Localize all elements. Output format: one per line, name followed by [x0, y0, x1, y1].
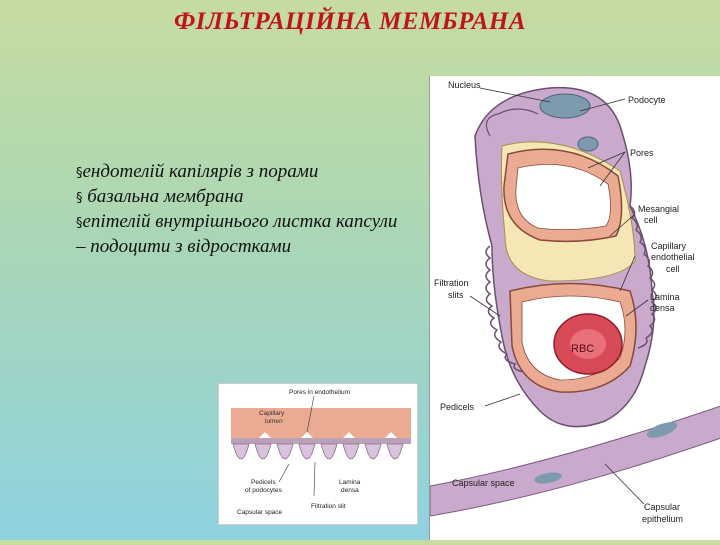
- inset-lamina-densa: [231, 438, 411, 444]
- podocyte-nucleus: [540, 94, 590, 118]
- label-mesangial: Mesangial: [638, 204, 679, 214]
- bullet-text: базальна мембрана: [83, 186, 244, 207]
- inset-svg: Pores in endothelium Capillary lumen Ped…: [219, 384, 417, 524]
- inset-label-lamina-densa: densa: [341, 487, 359, 494]
- label-capsular-epithelium: epithelium: [642, 514, 683, 524]
- bullet-text: епітелій внутрішнього листка капсули – п…: [76, 211, 397, 257]
- label-lamina-densa: densa: [650, 303, 675, 313]
- label-capillary-endothelial: endothelial: [651, 252, 695, 262]
- inset-label-pores: Pores in endothelium: [289, 389, 350, 396]
- podocyte-nucleus: [578, 137, 598, 151]
- label-podocyte: Podocyte: [628, 95, 666, 105]
- label-rbc: RBC: [571, 343, 594, 355]
- bullet-text: ендотелій капілярів з порами: [83, 161, 319, 182]
- inset-label-capillary-lumen: Capillary: [259, 410, 285, 417]
- inset-label-pedicels: of podocytes: [245, 487, 283, 494]
- bullet-item: §ендотелій капілярів з порами: [76, 160, 406, 185]
- label-capsular-epithelium: Capsular: [644, 502, 680, 512]
- label-nucleus: Nucleus: [448, 80, 481, 90]
- inset-label-filtration-slit: Filtration slit: [311, 503, 346, 510]
- label-capsular-space: Capsular space: [452, 478, 515, 488]
- bullet-list: §ендотелій капілярів з порами § базальна…: [76, 160, 406, 258]
- slide-title: ФІЛЬТРАЦІЙНА МЕМБРАНА: [0, 8, 700, 36]
- bullet-item: §епітелій внутрішнього листка капсули – …: [76, 210, 406, 258]
- inset-pedicels: [233, 444, 403, 459]
- inset-label-lamina-densa: Lamina: [339, 479, 361, 486]
- label-filtration-slits: Filtration: [434, 278, 469, 288]
- label-pedicels: Pedicels: [440, 402, 475, 412]
- label-lamina-densa: Lamina: [650, 292, 680, 302]
- inset-label-capillary-lumen: lumen: [265, 418, 283, 425]
- inset-label-pedicels: Pedicels: [251, 479, 276, 486]
- diagram-svg: Nucleus Podocyte Pores Mesangial cell Ca…: [430, 76, 720, 540]
- inset-endothelium: [231, 408, 411, 438]
- label-filtration-slits: slits: [448, 290, 464, 300]
- label-capillary-endothelial: Capillary: [651, 241, 687, 251]
- bullet-item: § базальна мембрана: [76, 185, 406, 210]
- inset-label-capsular-space: Capsular space: [237, 509, 283, 516]
- inset-diagram: Pores in endothelium Capillary lumen Ped…: [218, 383, 418, 525]
- label-pores: Pores: [630, 148, 654, 158]
- filtration-membrane-diagram: Nucleus Podocyte Pores Mesangial cell Ca…: [429, 76, 720, 540]
- label-capillary-endothelial: cell: [666, 264, 680, 274]
- label-mesangial: cell: [644, 215, 658, 225]
